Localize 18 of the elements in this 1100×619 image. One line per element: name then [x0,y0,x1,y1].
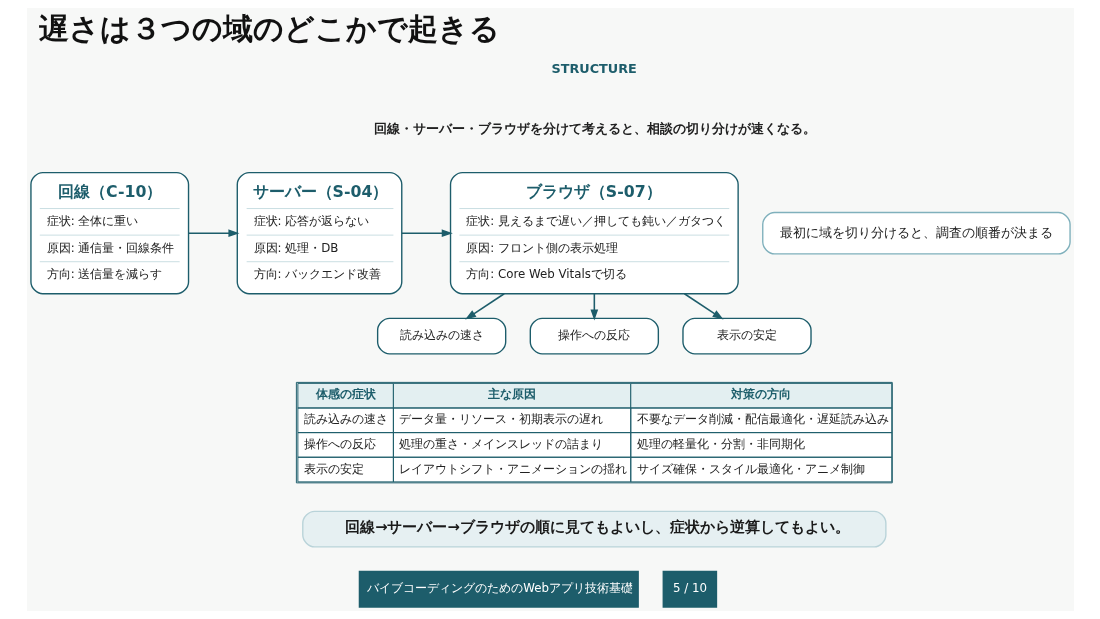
label: 回線→サーバー→ブラウザの順に見てもよいし、症状から逆算してもよい。 [344,517,850,535]
label: 対策の方向 [730,386,791,401]
label: 操作への反応 [303,436,376,451]
label: データ量・リソース・初期表示の遅れ [398,412,603,427]
diagram-title: 遅さは３つの域のどこかで起きる [38,11,500,46]
label: 5 / 10 [672,581,707,596]
label: 処理の重さ・メインスレッドの詰まり [398,436,603,451]
label: 回線・サーバー・ブラウザを分けて考えると、相談の切り分けが速くなる。 [373,120,816,136]
label: 読み込みの速さ [303,412,388,427]
label: 体感の症状 [315,386,376,401]
label: バイブコーディングのためのWebアプリ技術基礎 [366,581,633,596]
label: サイズ確保・スタイル最適化・アニメ制御 [636,461,865,476]
label: 表示の安定 [303,461,364,476]
label: 主な原因 [487,386,536,401]
label: レイアウトシフト・アニメーションの揺れ [398,461,627,476]
label: STRUCTURE [550,60,637,76]
label: 処理の軽量化・分割・非同期化 [636,436,805,451]
label: 不要なデータ削減・配信最適化・遅延読み込み [636,412,889,427]
